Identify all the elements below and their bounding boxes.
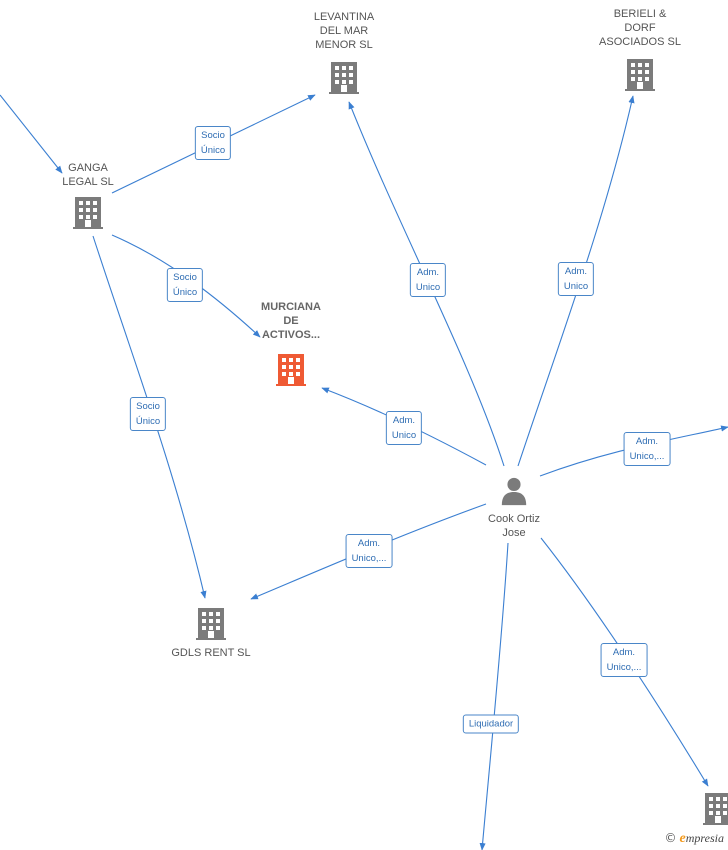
edge-label-line: Unico,... [606, 662, 642, 673]
node-label-line: MENOR SL [315, 39, 373, 51]
edge-label-line: Socio [173, 272, 197, 283]
node-label-line: DE [283, 315, 299, 327]
edge-label-line: Adm. [612, 647, 636, 658]
edge-cook-to-offscreen_bottom [479, 542, 509, 850]
brand-name: mpresia [685, 831, 724, 845]
edge-label-line: Socio [201, 130, 225, 141]
person-icon[interactable] [501, 477, 527, 506]
edge-label-line: Único [172, 287, 198, 298]
building-icon[interactable] [276, 354, 306, 386]
edge-label-e6[interactable]: Adm. Unico [557, 262, 595, 296]
edge-label-line: Socio [136, 401, 160, 412]
edge-label-e5[interactable]: Adm. Unico [409, 263, 447, 297]
node-label-ganga[interactable]: GANGA LEGAL SL [62, 161, 114, 189]
node-label-murciana[interactable]: MURCIANA DE ACTIVOS... [261, 300, 321, 342]
edge-label-line: Único [200, 145, 226, 156]
building-icon[interactable] [73, 197, 103, 229]
edge-label-line: Unico,... [351, 553, 387, 564]
edge-label-line: Unico [391, 430, 417, 441]
edge-label-line: Adm. [635, 436, 659, 447]
brand-initial: e [679, 831, 686, 846]
node-label-line: LEVANTINA [313, 11, 375, 23]
node-label-line: GANGA [68, 162, 108, 174]
edge-label-line: Adm. [416, 267, 440, 278]
node-label-line: GDLS RENT SL [171, 647, 251, 659]
node-label-berieli[interactable]: BERIELI & DORF ASOCIADOS SL [599, 7, 681, 49]
edges-layer [0, 94, 728, 850]
node-label-line: DEL MAR [319, 25, 369, 37]
building-icon[interactable] [329, 62, 359, 94]
node-label-line: BERIELI & [613, 8, 667, 20]
node-label-line: MURCIANA [261, 301, 321, 313]
edge-label-line: Unico,... [629, 451, 665, 462]
edge-label-e7[interactable]: Adm. Unico [385, 411, 423, 445]
edge-offscreen_left-to-ganga [0, 94, 63, 174]
node-label-levantina[interactable]: LEVANTINA DEL MAR MENOR SL [314, 10, 374, 52]
node-label-line: ACTIVOS... [261, 329, 321, 341]
node-label-line: LEGAL SL [62, 176, 114, 188]
copyright-symbol: © [664, 831, 677, 845]
node-label-line: Jose [502, 527, 526, 539]
brand-watermark: ©empresia [665, 831, 724, 847]
edge-label-line: Adm. [392, 415, 416, 426]
edge-label-e9[interactable]: Adm. Unico,... [345, 534, 393, 568]
edge-label-line: Único [135, 416, 161, 427]
node-label-gdls[interactable]: GDLS RENT SL [171, 646, 250, 660]
node-label-line: ASOCIADOS SL [599, 36, 681, 48]
edge-label-line: Unico [563, 281, 589, 292]
node-label-line: DORF [624, 22, 656, 34]
edge-label-line: Adm. [357, 538, 381, 549]
building-icon[interactable] [703, 793, 728, 825]
building-icon[interactable] [196, 608, 226, 640]
edge-label-e8[interactable]: Adm. Unico,... [623, 432, 671, 466]
edge-label-e10[interactable]: Adm. Unico,... [600, 643, 648, 677]
edge-label-line: Adm. [564, 266, 588, 277]
edge-label-e11[interactable]: Liquidador [462, 714, 520, 734]
edge-label-line: Liquidador [468, 718, 514, 730]
edge-label-line: Unico [415, 282, 441, 293]
building-icon[interactable] [625, 59, 655, 91]
node-label-line: Cook Ortiz [488, 513, 540, 525]
